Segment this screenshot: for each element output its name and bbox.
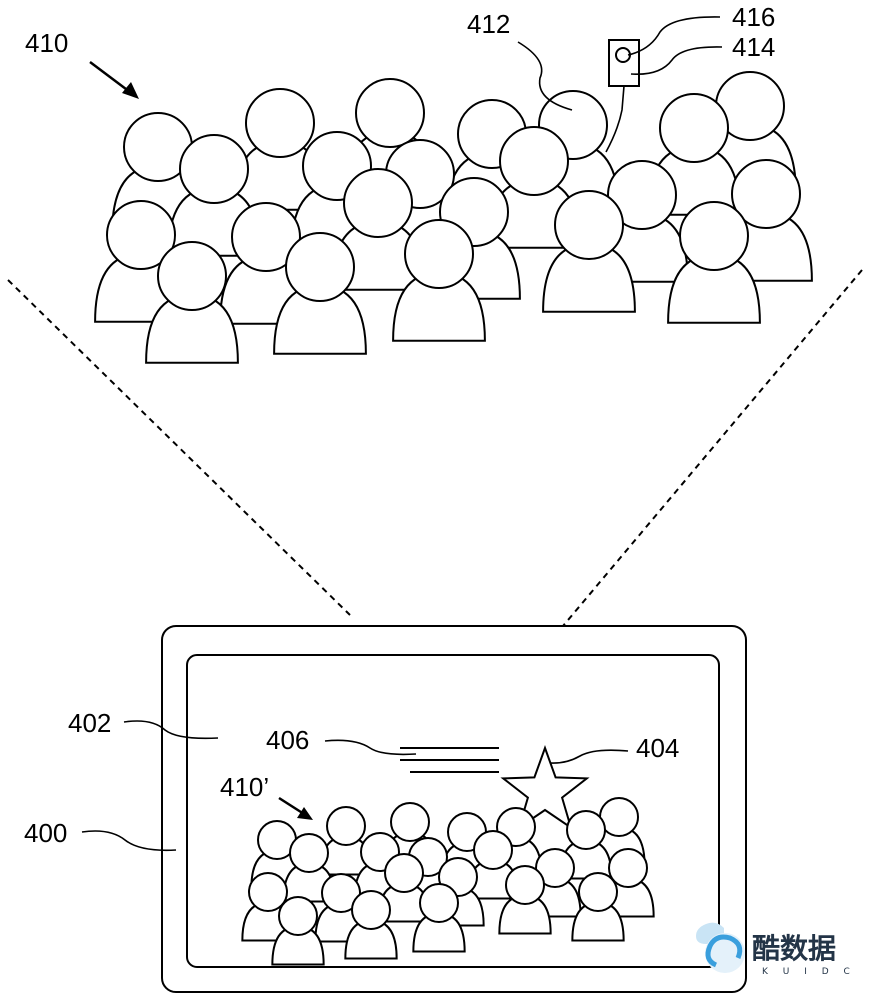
person-head xyxy=(566,810,606,850)
crowd-410-prime xyxy=(241,797,655,966)
person-head xyxy=(578,872,618,912)
person-head xyxy=(679,201,749,271)
person-head xyxy=(731,159,801,229)
ref-410: 410 xyxy=(25,28,68,58)
person-figure xyxy=(571,872,625,942)
person-head xyxy=(499,126,569,196)
person-head xyxy=(390,802,430,842)
ref-412: 412 xyxy=(467,9,510,39)
leader-406 xyxy=(324,739,417,756)
text-lines-406 xyxy=(400,747,499,773)
watermark-subtext: K U I D C xyxy=(762,967,856,977)
person-figure xyxy=(647,93,741,216)
ref-406: 406 xyxy=(266,725,309,755)
person-head xyxy=(179,134,249,204)
person-head xyxy=(473,830,513,870)
person-head xyxy=(157,241,227,311)
device-body xyxy=(608,39,640,87)
leader-416 xyxy=(627,16,721,56)
ref-404: 404 xyxy=(636,733,679,763)
person-head xyxy=(419,883,459,923)
sensor-416 xyxy=(615,47,631,63)
person-head xyxy=(535,848,575,888)
person-head xyxy=(505,865,545,905)
person-figure xyxy=(273,232,367,355)
crowd-410 xyxy=(94,71,813,364)
person-figure xyxy=(542,190,636,313)
leader-414 xyxy=(630,46,723,76)
person-head xyxy=(289,833,329,873)
leader-412 xyxy=(517,41,573,111)
ref-416: 416 xyxy=(732,2,775,32)
projection-line-left xyxy=(7,279,351,616)
leader-400 xyxy=(81,830,177,852)
person-head xyxy=(278,896,318,936)
person-head xyxy=(248,872,288,912)
watermark-text: 酷数据 xyxy=(752,932,836,965)
person-figure xyxy=(559,810,613,880)
device-cable xyxy=(605,85,625,153)
leader-402 xyxy=(123,720,219,740)
person-figure xyxy=(145,241,239,364)
person-head xyxy=(106,200,176,270)
arrow-410-prime xyxy=(278,796,313,820)
person-head xyxy=(285,232,355,302)
person-head xyxy=(659,93,729,163)
person-head xyxy=(608,848,648,888)
star-icon xyxy=(500,745,590,830)
leader-404 xyxy=(549,749,629,764)
person-head xyxy=(321,873,361,913)
person-head xyxy=(355,78,425,148)
person-head xyxy=(343,168,413,238)
person-figure xyxy=(344,890,398,960)
person-figure xyxy=(271,896,325,966)
ref-410-prime: 410’ xyxy=(220,772,269,802)
person-figure xyxy=(377,853,431,923)
arrow-410 xyxy=(89,61,139,99)
person-head xyxy=(326,806,366,846)
person-figure xyxy=(319,806,373,876)
person-head xyxy=(384,853,424,893)
watermark-logo: 酷数据 K U I D C xyxy=(696,922,856,977)
ref-414: 414 xyxy=(732,32,775,62)
ref-402: 402 xyxy=(68,708,111,738)
watermark-hook xyxy=(705,934,743,968)
person-head xyxy=(245,88,315,158)
person-head xyxy=(351,890,391,930)
device-414 xyxy=(605,39,640,153)
person-head xyxy=(404,219,474,289)
person-figure xyxy=(331,168,425,291)
person-head xyxy=(554,190,624,260)
ref-400: 400 xyxy=(24,818,67,848)
person-figure xyxy=(412,883,466,953)
person-figure xyxy=(667,201,761,324)
person-figure xyxy=(498,865,552,935)
projection-line-right xyxy=(562,269,863,627)
person-head xyxy=(607,160,677,230)
person-figure xyxy=(392,219,486,342)
person-head xyxy=(231,202,301,272)
